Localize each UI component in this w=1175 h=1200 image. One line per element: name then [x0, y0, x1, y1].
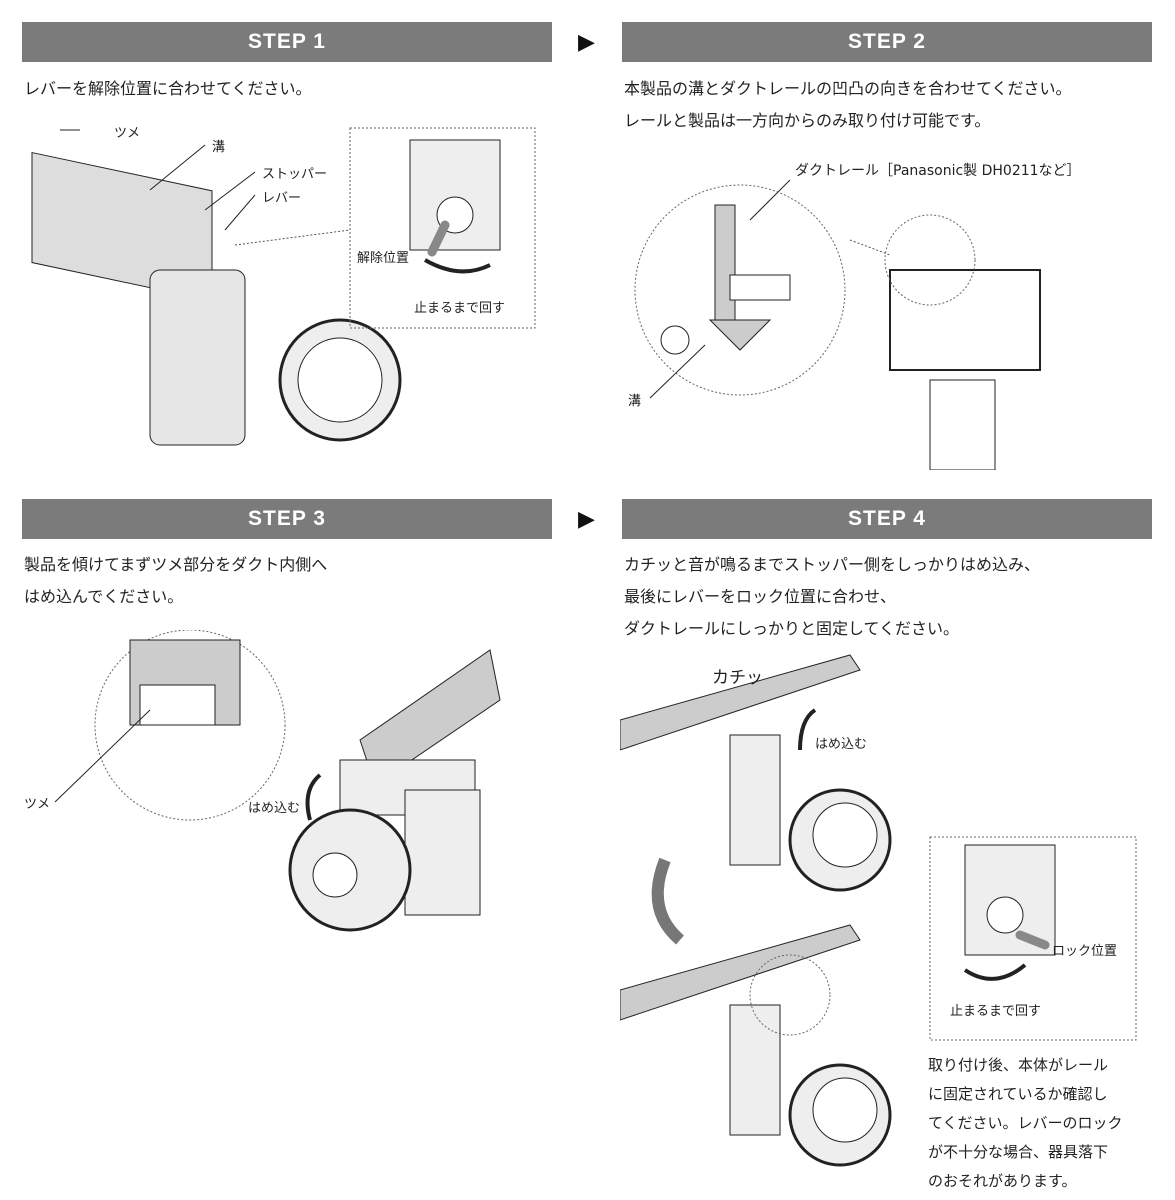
label-mizo: 溝: [212, 140, 226, 155]
step4-text-1: カチッと音が鳴るまでストッパー側をしっかりはめ込み、: [624, 555, 1041, 574]
caution-note-1: 取り付け後、本体がレール: [928, 1056, 1109, 1074]
label-rotate: 止まるまで回す: [414, 301, 506, 316]
next-arrow-icon: ▶: [578, 507, 595, 532]
label-release: 解除位置: [357, 251, 410, 266]
label-insert: はめ込む: [248, 801, 301, 816]
step2-text-2: レールと製品は一方向からのみ取り付け可能です。: [624, 111, 991, 130]
next-arrow-icon: ▶: [578, 30, 595, 55]
step3-text-2: はめ込んでください。: [24, 587, 184, 606]
step1-illustration: [31, 127, 536, 446]
label-lock: ロック位置: [1052, 944, 1118, 959]
label-stopper: ストッパー: [262, 167, 328, 182]
step4-text-2: 最後にレバーをロック位置に合わせ、: [624, 587, 897, 606]
caution-note-5: のおそれがあります。: [928, 1172, 1077, 1190]
caution-note-3: てください。レバーのロック: [928, 1114, 1123, 1132]
step3-illustration: [54, 630, 501, 932]
caution-note-2: に固定されているか確認し: [928, 1085, 1108, 1103]
step4-header: STEP 4: [622, 499, 1152, 539]
step2-text-1: 本製品の溝とダクトレールの凹凸の向きを合わせてください。: [624, 79, 1072, 98]
step3-text-1: 製品を傾けてまずツメ部分をダクト内側へ: [24, 555, 328, 574]
step2-illustration: [634, 180, 1041, 470]
label-mizo: 溝: [628, 394, 642, 409]
step1-text: レバーを解除位置に合わせてください。: [24, 79, 312, 98]
label-tsume: ツメ: [114, 126, 141, 141]
step2-header: STEP 2: [622, 22, 1152, 62]
step4-text-3: ダクトレールにしっかりと固定してください。: [624, 619, 960, 638]
step3-header: STEP 3: [22, 499, 552, 539]
label-click: カチッ: [712, 668, 763, 688]
caution-note-4: が不十分な場合、器具落下: [928, 1143, 1109, 1161]
label-insert: はめ込む: [815, 737, 868, 752]
label-rotate: 止まるまで回す: [950, 1004, 1042, 1019]
label-tsume: ツメ: [24, 797, 51, 812]
step4-illustration: [620, 654, 1137, 1167]
label-lever: レバー: [262, 191, 302, 206]
label-rail: ダクトレール［Panasonic製 DH0211など］: [795, 163, 1081, 179]
step1-header: STEP 1: [22, 22, 552, 62]
